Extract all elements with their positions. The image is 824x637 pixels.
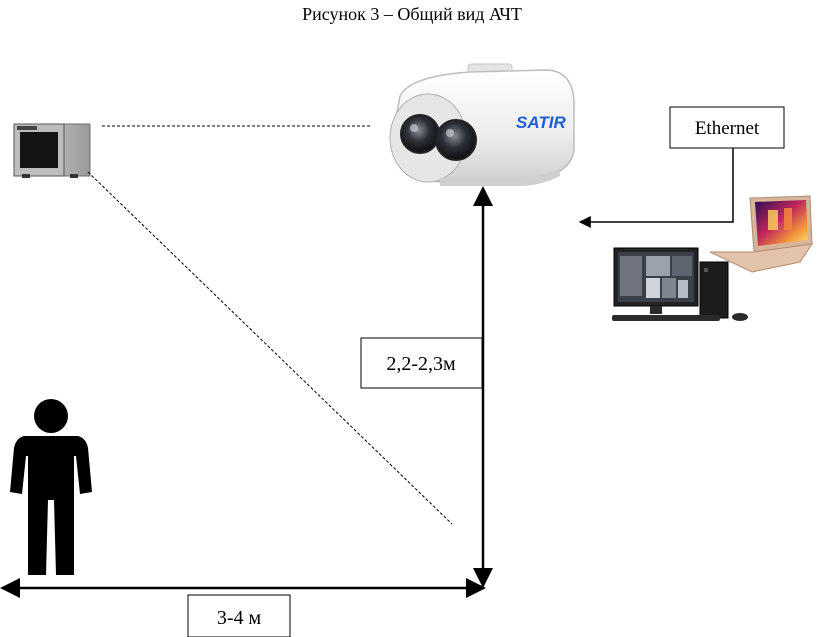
distance-label: 3-4 м [217,607,262,629]
person-icon [10,399,92,575]
network-connector [578,148,734,228]
blackbody-device-icon [13,123,91,178]
line-of-sight-diagonal [87,171,453,525]
camera-brand-label: SATIR [516,113,566,132]
figure-caption: Рисунок 3 – Общий вид АЧТ [302,4,522,24]
ethernet-box: Ethernet [669,106,785,149]
computer-workstation-icon [612,247,748,321]
thermal-camera-icon [389,63,575,186]
height-label-box: 2,2-2,3м [360,337,483,389]
laptop-icon [709,195,814,273]
distance-label-box: 3-4 м [187,594,291,637]
height-label: 2,2-2,3м [386,353,456,375]
ethernet-label: Ethernet [695,118,760,139]
